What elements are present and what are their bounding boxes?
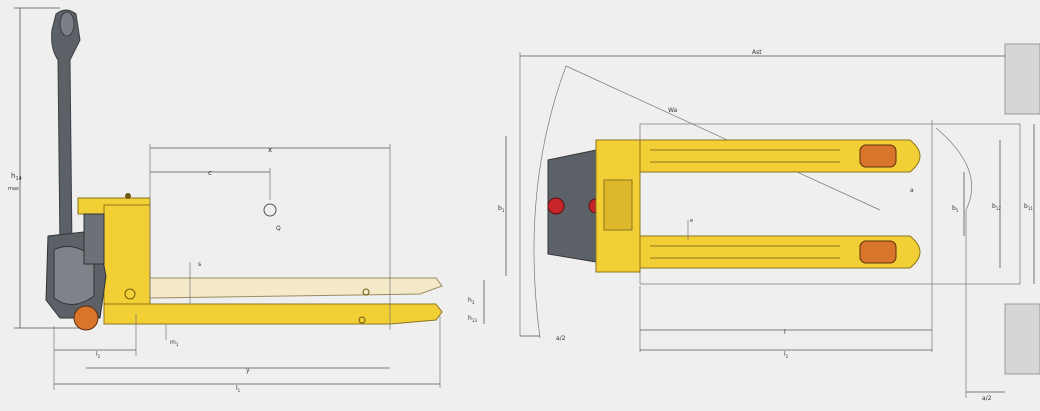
lower-load-roller bbox=[859, 240, 897, 264]
control-button-left bbox=[547, 197, 565, 215]
b5-label: b5 bbox=[952, 205, 959, 213]
b11-label: b11 bbox=[1024, 203, 1033, 211]
wa-radius-line bbox=[565, 65, 881, 211]
lower-fork bbox=[103, 303, 443, 325]
pallet-block-bottom bbox=[1004, 303, 1040, 375]
b1-label: b1 bbox=[498, 205, 505, 213]
h13-label: h13 bbox=[468, 315, 477, 323]
upper-fork bbox=[639, 139, 921, 173]
e-label: e bbox=[690, 218, 693, 224]
l2-label: l2 bbox=[96, 351, 101, 359]
load-center-symbol bbox=[263, 203, 277, 217]
chassis-bolt bbox=[124, 288, 136, 300]
pallet-block-top bbox=[1004, 43, 1040, 115]
chassis-knob bbox=[125, 193, 131, 199]
raised-fork-roller bbox=[362, 288, 370, 296]
h14-max-label: max bbox=[8, 186, 19, 192]
c-label: c bbox=[208, 169, 212, 177]
chassis-plate bbox=[603, 179, 633, 231]
h3-label: h3 bbox=[468, 297, 475, 305]
a-label: a bbox=[910, 187, 914, 194]
raised-fork bbox=[149, 277, 443, 299]
y-label: y bbox=[246, 367, 250, 374]
m1-label: m1 bbox=[170, 339, 179, 347]
l-label: l bbox=[784, 329, 786, 336]
fork-tip-arc bbox=[935, 127, 973, 211]
upper-load-roller bbox=[859, 144, 897, 168]
chassis-body bbox=[103, 204, 151, 311]
s-label: s bbox=[198, 261, 201, 268]
a2-right-label: a/2 bbox=[982, 395, 992, 402]
b12-label: b12 bbox=[992, 203, 1001, 211]
drive-wheel bbox=[73, 305, 99, 331]
l1-label: l1 bbox=[236, 385, 241, 393]
wa-label: Wa bbox=[668, 107, 678, 114]
a2-left-label: a/2 bbox=[556, 335, 566, 342]
top-view: Ast Wa b1 e a bbox=[498, 43, 1040, 402]
x-label: x bbox=[268, 146, 272, 154]
turning-arc bbox=[533, 65, 567, 339]
side-view: h14 max x c Q s bbox=[8, 7, 485, 393]
handle-bar bbox=[51, 9, 81, 251]
l2-lower-label: l2 bbox=[784, 351, 789, 359]
ast-label: Ast bbox=[752, 49, 762, 56]
drive-column bbox=[83, 213, 105, 265]
handle-grip bbox=[59, 11, 75, 37]
lower-fork-roller bbox=[358, 316, 366, 324]
q-label: Q bbox=[276, 225, 281, 232]
h14-label: h14 bbox=[11, 172, 22, 182]
lower-fork-top bbox=[639, 235, 921, 269]
